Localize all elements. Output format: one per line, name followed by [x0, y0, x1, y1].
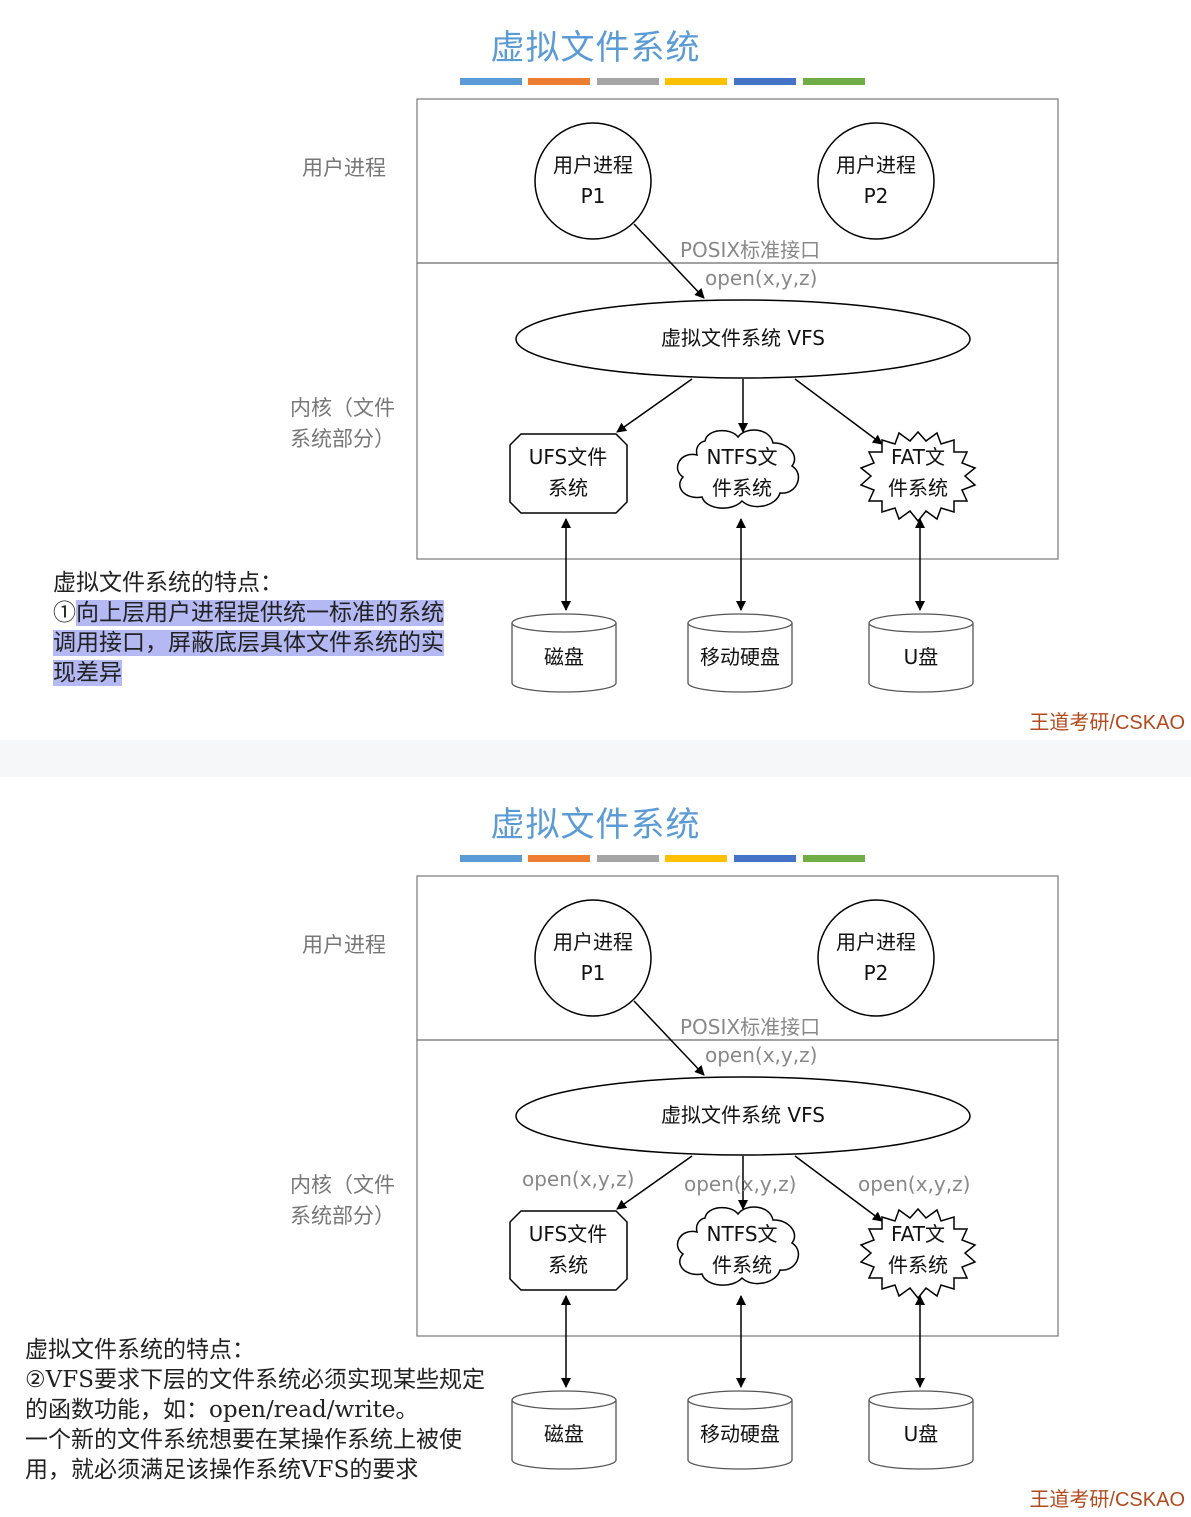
fat-label: FAT文件系统 — [888, 1222, 948, 1277]
ntfs-label: NTFS文件系统 — [706, 1222, 778, 1277]
arrow-p1-to-vfs — [633, 223, 705, 299]
vfs-diagram — [416, 875, 1059, 1470]
posix-label: POSIX标准接口 — [680, 1015, 821, 1039]
ufs-octagon — [509, 1210, 628, 1291]
usb-label: U盘 — [903, 645, 939, 669]
feature-line-2: 一个新的文件系统想要在某操作系统上被使用，就必须满足该操作系统VFS的要求 — [25, 1427, 462, 1483]
arrow-vfs-to-fat — [794, 1155, 883, 1222]
label-kernel: 内核（文件系统部分） — [290, 1173, 395, 1228]
open-ufs-label: open(x,y,z) — [522, 1167, 635, 1191]
arrow-vfs-to-ufs — [616, 378, 693, 433]
title-color-bars — [460, 855, 865, 862]
vfs-label: 虚拟文件系统 VFS — [661, 1103, 825, 1127]
slide-title: 虚拟文件系统 — [490, 28, 701, 68]
ntfs-cloud — [676, 429, 800, 509]
slide-title: 虚拟文件系统 — [490, 805, 701, 845]
bar-darkblue — [734, 855, 796, 862]
open-call-label: open(x,y,z) — [705, 266, 818, 290]
posix-label: POSIX标准接口 — [680, 238, 821, 262]
usb-label: U盘 — [903, 1422, 939, 1446]
hdd-label: 移动硬盘 — [700, 645, 780, 669]
arrow-vfs-to-fat — [794, 378, 883, 445]
title-color-bars — [460, 78, 865, 85]
feature-note: 虚拟文件系统的特点： ①向上层用户进程提供统一标准的系统调用接口，屏蔽底层具体文… — [53, 568, 453, 688]
feature-title: 虚拟文件系统的特点： — [53, 570, 283, 596]
process-p1-circle — [534, 122, 652, 240]
slide-separator — [0, 740, 1191, 777]
hdd-cylinder — [687, 613, 793, 693]
watermark: 王道考研/CSKAO — [1029, 712, 1185, 734]
process-p2-circle — [817, 122, 935, 240]
label-kernel: 内核（文件系统部分） — [290, 396, 395, 451]
usb-cylinder — [868, 1390, 974, 1470]
bar-green — [803, 855, 865, 862]
slide-2: 虚拟文件系统 — [0, 777, 1191, 1517]
feature-item: ①向上层用户进程提供统一标准的系统调用接口，屏蔽底层具体文件系统的实现差异 — [53, 598, 453, 688]
bar-yellow — [665, 78, 727, 85]
open-fat-label: open(x,y,z) — [858, 1172, 971, 1196]
label-user-process: 用户进程 — [302, 933, 386, 957]
vfs-label: 虚拟文件系统 VFS — [661, 326, 825, 350]
label-user-process: 用户进程 — [302, 156, 386, 180]
bar-blue — [460, 855, 522, 862]
feature-title: 虚拟文件系统的特点： — [25, 1337, 255, 1363]
bar-orange — [528, 855, 590, 862]
feature-number: ① — [53, 600, 76, 626]
process-p1-label: 用户进程 P1 — [553, 930, 633, 985]
ntfs-label: NTFS文件系统 — [706, 445, 778, 500]
ufs-label: UFS文件系统 — [528, 1222, 608, 1277]
feature-text: 向上层用户进程提供统一标准的系统调用接口，屏蔽底层具体文件系统的实现差异 — [53, 600, 444, 686]
disk-cylinder — [511, 1390, 617, 1470]
disk-label: 磁盘 — [544, 1422, 584, 1446]
fat-label: FAT文件系统 — [888, 445, 948, 500]
process-p2-label: 用户进程 P2 — [836, 930, 916, 985]
ufs-label: UFS文件系统 — [528, 445, 608, 500]
feature-line-1: ②VFS要求下层的文件系统必须实现某些规定的函数功能，如：open/read/w… — [25, 1367, 485, 1423]
disk-cylinder — [511, 613, 617, 693]
feature-note: 虚拟文件系统的特点： ②VFS要求下层的文件系统必须实现某些规定的函数功能，如：… — [25, 1335, 500, 1485]
arrow-p1-to-vfs — [633, 1000, 705, 1076]
usb-cylinder — [868, 613, 974, 693]
bar-gray — [597, 78, 659, 85]
vfs-ellipse — [515, 1076, 971, 1156]
hdd-label: 移动硬盘 — [700, 1422, 780, 1446]
bar-yellow — [665, 855, 727, 862]
hdd-cylinder — [687, 1390, 793, 1470]
disk-label: 磁盘 — [544, 645, 584, 669]
bar-darkblue — [734, 78, 796, 85]
bar-green — [803, 78, 865, 85]
slide-1: 虚拟文件系统 — [0, 0, 1191, 740]
bar-blue — [460, 78, 522, 85]
process-p1-circle — [534, 899, 652, 1017]
watermark: 王道考研/CSKAO — [1029, 1489, 1185, 1511]
process-p2-circle — [817, 899, 935, 1017]
arrow-vfs-to-ufs — [616, 1155, 693, 1210]
vfs-ellipse — [515, 299, 971, 379]
process-p2-label: 用户进程 P2 — [836, 153, 916, 208]
bar-orange — [528, 78, 590, 85]
bar-gray — [597, 855, 659, 862]
ufs-octagon — [509, 433, 628, 514]
open-ntfs-label: open(x,y,z) — [684, 1172, 797, 1196]
ntfs-cloud — [676, 1206, 800, 1286]
open-call-label: open(x,y,z) — [705, 1043, 818, 1067]
vfs-diagram — [416, 98, 1059, 693]
process-p1-label: 用户进程 P1 — [553, 153, 633, 208]
